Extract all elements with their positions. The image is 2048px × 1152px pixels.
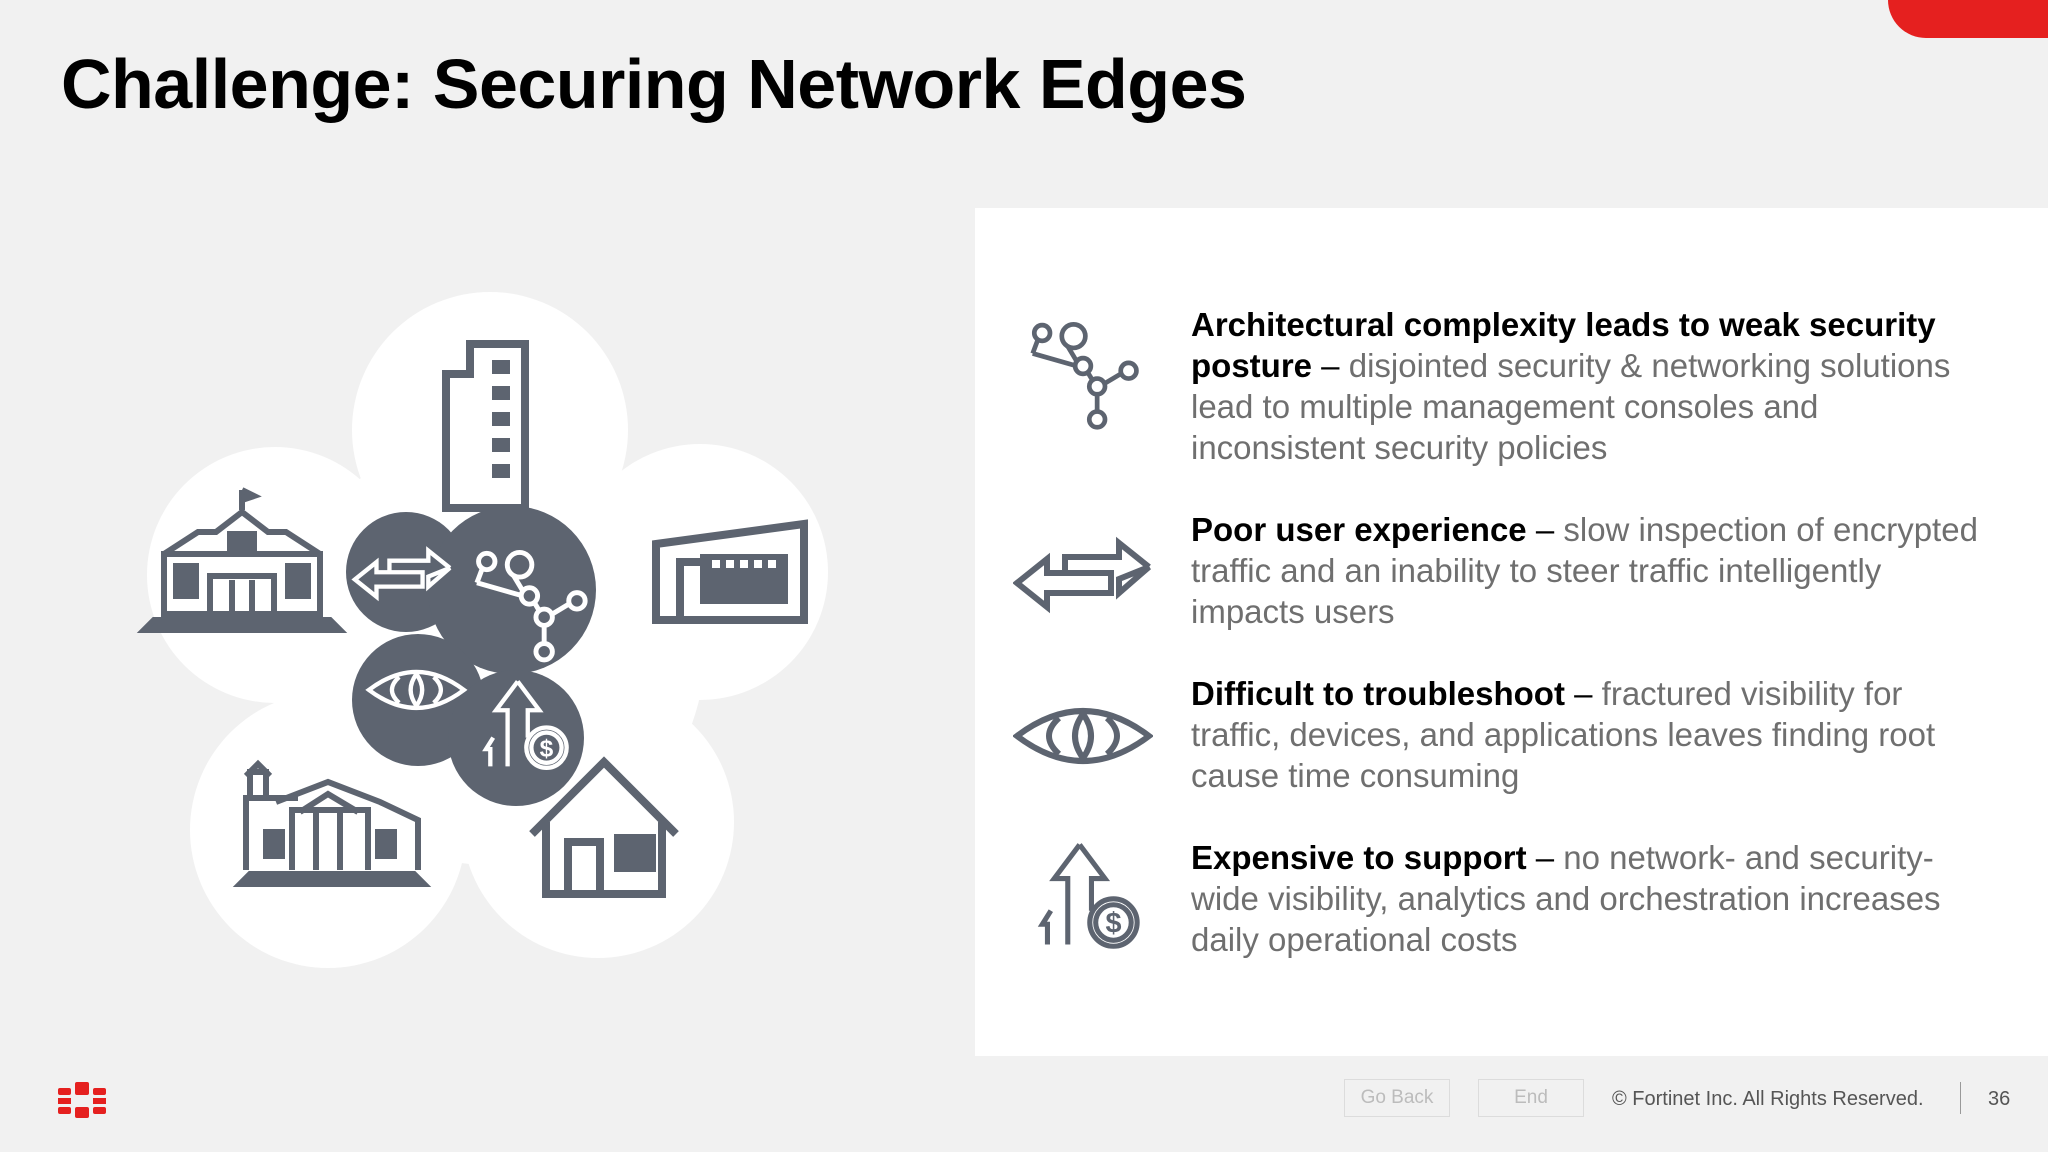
challenge-text: Poor user experience – slow inspection o… (1191, 509, 1991, 632)
challenge-text: Architectural complexity leads to weak s… (1191, 304, 1991, 468)
fortinet-logo-icon (58, 1082, 106, 1118)
challenge-heading: Poor user experience (1191, 511, 1527, 548)
challenge-detail: disjointed security & networking solutio… (1191, 347, 1951, 466)
storefront-icon (652, 519, 808, 624)
cost-up-icon (1013, 843, 1153, 953)
church-icon (232, 759, 432, 887)
challenge-heading: Difficult to troubleshoot (1191, 675, 1565, 712)
challenges-panel: Architectural complexity leads to weak s… (975, 208, 2048, 1056)
accent-tab (1888, 0, 2048, 38)
challenge-text: Expensive to support – no network- and s… (1191, 837, 1991, 960)
challenge-separator: – (1526, 839, 1564, 876)
challenge-separator: – (1312, 347, 1349, 384)
challenge-detail: slow inspection of encrypted traffic and… (1191, 511, 1978, 630)
network-nodes-icon (1013, 322, 1153, 432)
school-icon (136, 487, 348, 633)
end-button[interactable]: End (1478, 1079, 1584, 1117)
page-number: 36 (1988, 1088, 2011, 1110)
challenge-detail: no network- and security-wide visibility… (1191, 839, 1941, 958)
arrows-icon (1013, 521, 1153, 631)
network-edges-graphic (136, 292, 828, 968)
challenge-text: Difficult to troubleshoot – fractured vi… (1191, 673, 1991, 796)
eye-icon (1013, 685, 1153, 795)
challenge-detail: fractured visibility for traffic, device… (1191, 675, 1936, 794)
slide-title: Challenge: Securing Network Edges (61, 45, 1247, 123)
footer-divider (1960, 1082, 1961, 1114)
go-back-button[interactable]: Go Back (1344, 1079, 1450, 1117)
copyright-text: © Fortinet Inc. All Rights Reserved. (1612, 1088, 1924, 1110)
challenge-separator: – (1564, 675, 1602, 712)
challenge-heading: Architectural complexity leads to weak s… (1191, 306, 1936, 384)
house-icon (529, 756, 679, 898)
challenge-separator: – (1526, 511, 1564, 548)
challenge-heading: Expensive to support (1191, 839, 1527, 876)
